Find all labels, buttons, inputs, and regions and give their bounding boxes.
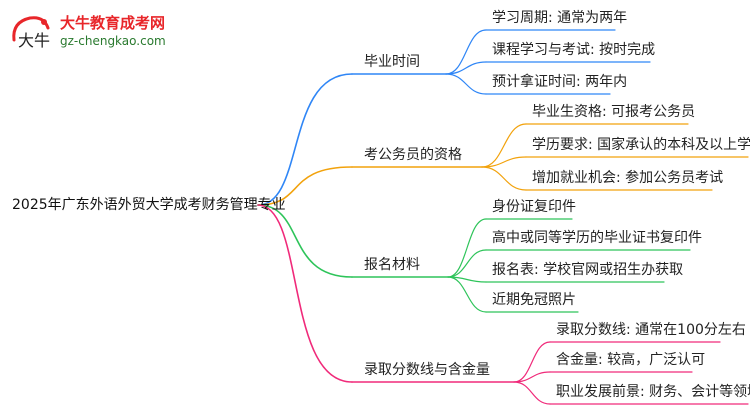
leaf-connector: [513, 341, 551, 383]
leaf-label: 职业发展前景: 财务、会计等领域: [556, 384, 750, 400]
leaf-connector: [513, 381, 551, 405]
branch-connector: [257, 204, 353, 383]
branch-label: 报名材料: [364, 257, 420, 273]
leaf-connector: [481, 156, 527, 168]
leaf-label: 课程学习与考试: 按时完成: [492, 42, 656, 58]
svg-text:大牛: 大牛: [18, 31, 50, 50]
leaf-connector: [481, 166, 527, 191]
branch-connector: [257, 204, 353, 278]
leaf-label: 学习周期: 通常为两年: [492, 10, 628, 26]
branch-label: 录取分数线与含金量: [364, 362, 490, 378]
branch-label: 考公务员的资格: [364, 147, 462, 163]
leaf-connector: [513, 371, 551, 383]
logo-url: gz-chengkao.com: [60, 34, 166, 48]
leaf-connector: [445, 73, 487, 95]
leaf-label: 录取分数线: 通常在100分左右: [556, 322, 746, 338]
root-topic: 2025年广东外语外贸大学成考财务管理专业: [12, 197, 286, 213]
leaf-connector: [445, 29, 487, 75]
leaf-label: 学历要求: 国家承认的本科及以上学历: [532, 137, 750, 153]
logo-mark-icon: 大牛: [12, 16, 50, 50]
leaf-connector: [447, 218, 487, 278]
leaf-connector: [447, 249, 487, 278]
leaf-label: 含金量: 较高，广泛认可: [556, 352, 706, 368]
logo-title: 大牛教育成考网: [60, 14, 166, 32]
leaf-label: 增加就业机会: 参加公务员考试: [532, 170, 724, 186]
branch-label: 毕业时间: [364, 54, 420, 70]
leaf-label: 报名表: 学校官网或招生办获取: [492, 262, 684, 278]
leaf-connector: [445, 61, 487, 75]
leaf-label: 预计拿证时间: 两年内: [492, 74, 628, 90]
leaf-connector: [481, 123, 527, 168]
logo: 大牛 大牛教育成考网 gz-chengkao.com: [8, 10, 208, 58]
leaf-label: 高中或同等学历的毕业证书复印件: [492, 230, 702, 246]
leaf-label: 毕业生资格: 可报考公务员: [532, 104, 696, 120]
leaf-label: 身份证复印件: [492, 199, 576, 215]
branch-connector: [257, 73, 353, 206]
leaf-connector: [447, 276, 487, 313]
branch-connector: [257, 166, 353, 206]
leaf-label: 近期免冠照片: [492, 292, 576, 308]
